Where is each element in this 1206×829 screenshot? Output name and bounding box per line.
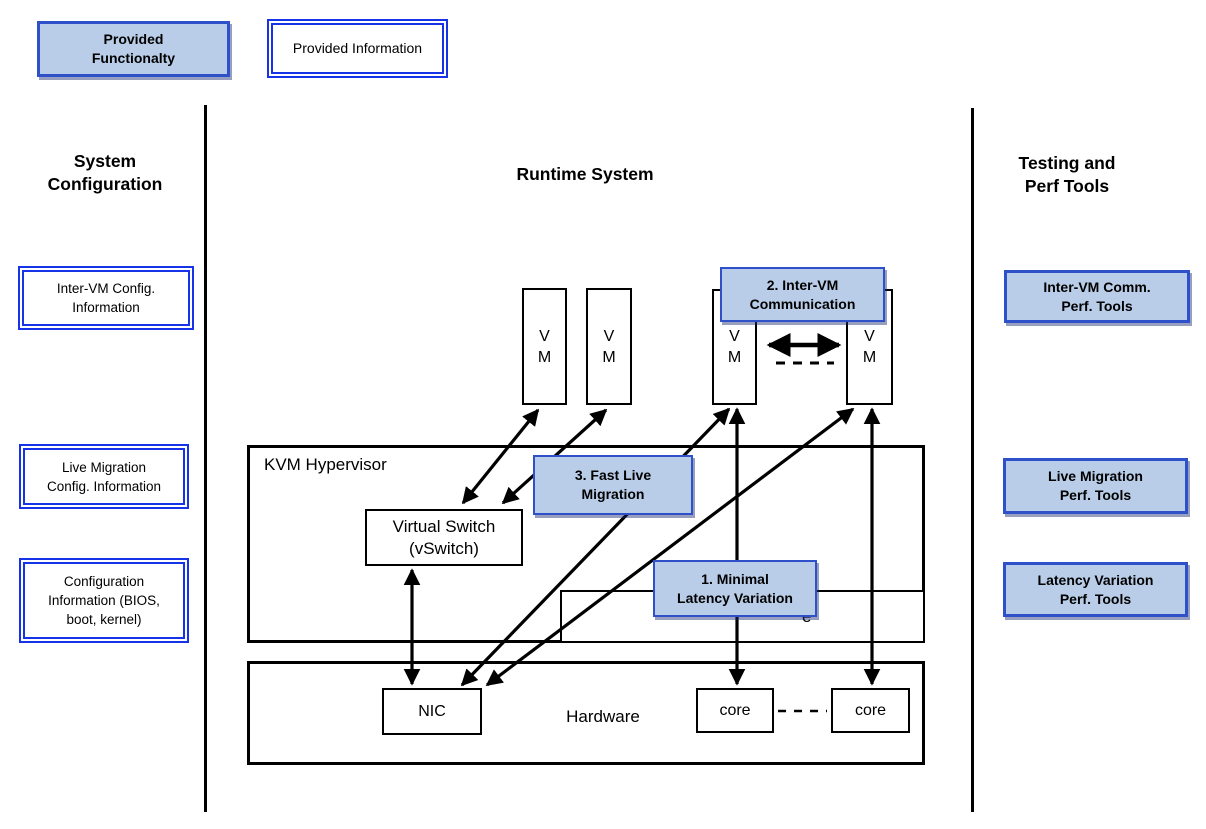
- config-box-live-migration: Live Migration Config. Information: [19, 444, 189, 509]
- heading-runtime-system: Runtime System: [516, 164, 654, 184]
- feature-minimal-latency-variation: 1. Minimal Latency Variation: [653, 560, 817, 617]
- feature-inter-vm-communication: 2. Inter-VM Communication: [720, 267, 885, 322]
- hardware-label: Hardware: [566, 707, 640, 726]
- heading-testing-perf-tools: Testing and Perf Tools: [1018, 153, 1116, 196]
- vm-box-1: V M: [522, 288, 567, 405]
- divider-left: [204, 105, 207, 812]
- kvm-hypervisor-label: KVM Hypervisor: [264, 455, 387, 474]
- config-box-bios-boot-kernel: Configuration Information (BIOS, boot, k…: [19, 558, 189, 643]
- core-box-1: core: [696, 688, 774, 733]
- feature-fast-live-migration: 3. Fast Live Migration: [533, 455, 693, 515]
- legend-provided-information: Provided Information: [267, 19, 448, 78]
- nic-box: NIC: [382, 688, 482, 735]
- legend-provided-functionality: Provided Functionalty: [37, 21, 230, 77]
- perf-box-inter-vm-comm: Inter-VM Comm. Perf. Tools: [1004, 270, 1190, 323]
- perf-box-live-migration: Live Migration Perf. Tools: [1003, 458, 1188, 514]
- config-box-inter-vm: Inter-VM Config. Information: [18, 266, 194, 330]
- virtual-switch-box: Virtual Switch (vSwitch): [365, 509, 523, 566]
- perf-box-latency-variation: Latency Variation Perf. Tools: [1003, 562, 1188, 617]
- hardware-box: Hardware: [247, 661, 925, 765]
- heading-system-configuration: System Configuration: [47, 151, 163, 194]
- vm-box-2: V M: [586, 288, 632, 405]
- core-box-2: core: [831, 688, 910, 733]
- divider-right: [971, 108, 974, 812]
